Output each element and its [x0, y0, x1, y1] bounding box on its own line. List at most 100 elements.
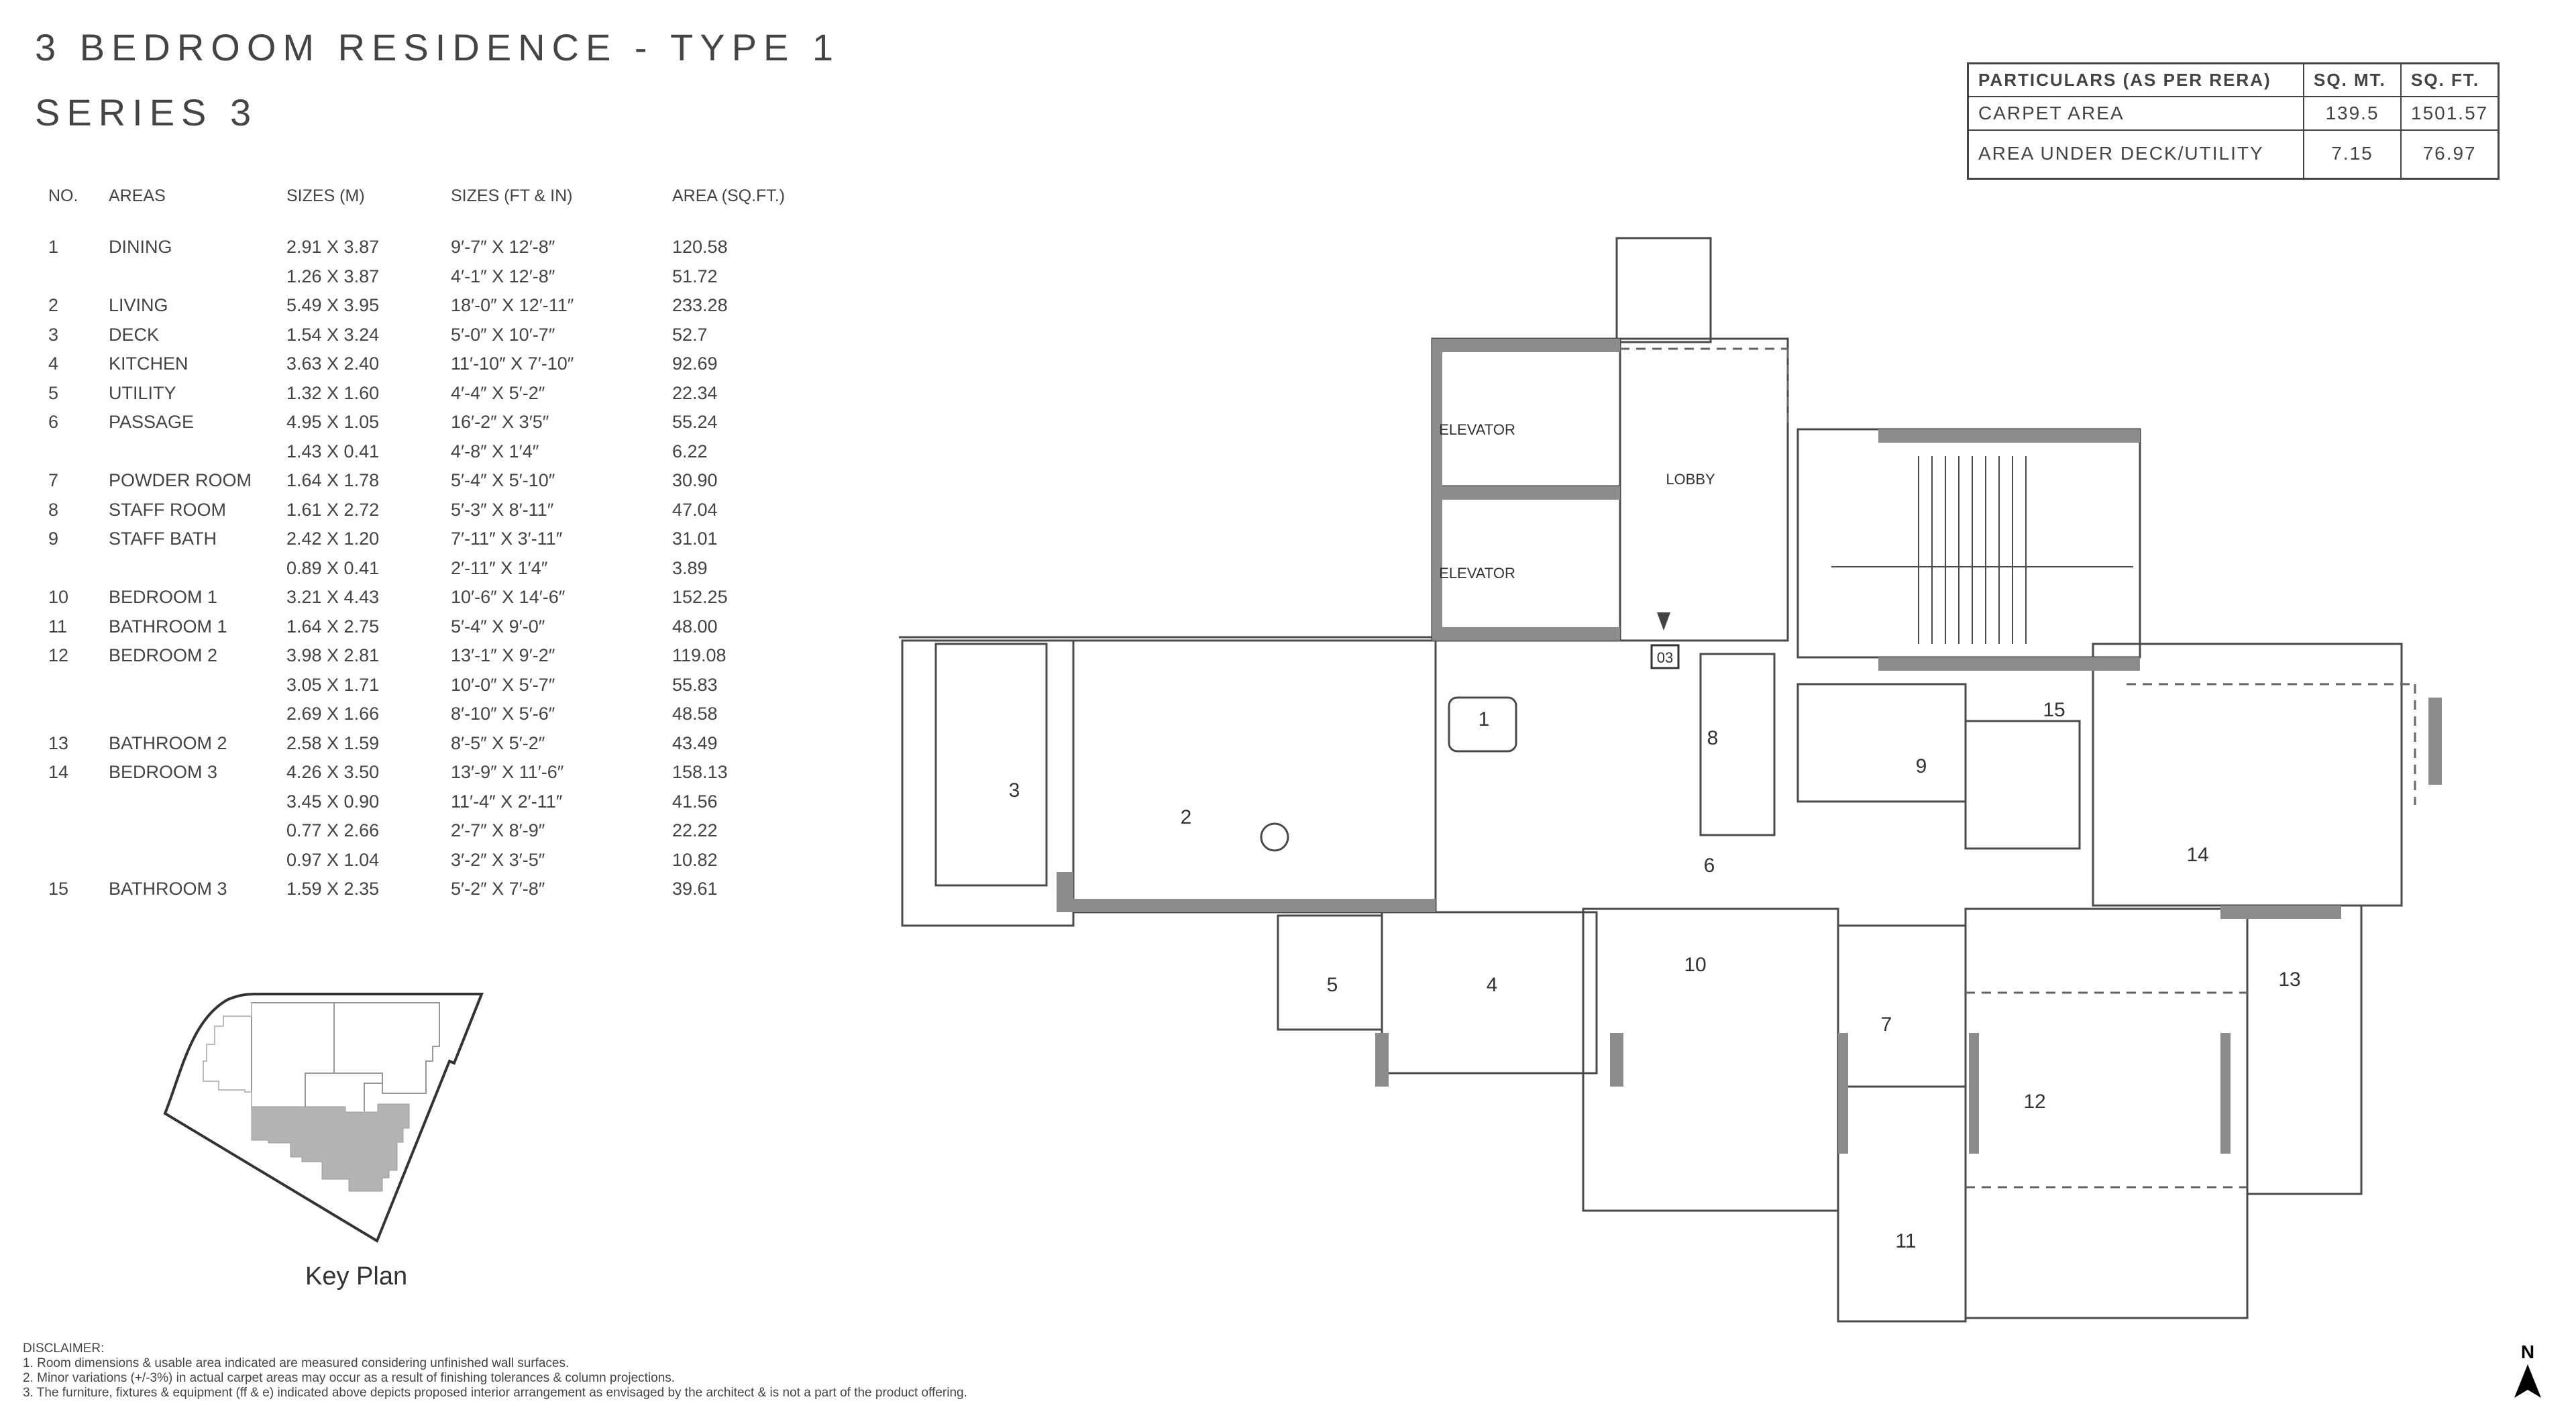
- cell-area: POWDER ROOM: [109, 470, 252, 491]
- cell-area-sqft: 30.90: [672, 470, 718, 491]
- cell-size-m: 1.26 X 3.87: [286, 266, 380, 286]
- rera-header: PARTICULARS (AS PER RERA) SQ. MT. SQ. FT…: [1967, 62, 2500, 97]
- rera-col-particulars: PARTICULARS (AS PER RERA): [1967, 62, 2304, 97]
- cell-no: [48, 700, 109, 729]
- rera-label: AREA UNDER DECK/UTILITY: [1967, 129, 2304, 180]
- cell-area: DINING: [109, 237, 172, 258]
- cell-size-ft: 5′-3″ X 8′-11″: [451, 499, 554, 520]
- cell-area-sqft: 3.89: [672, 557, 708, 578]
- cell-area-sqft: 41.56: [672, 791, 718, 812]
- cell-no: 14: [48, 762, 69, 783]
- cell-size-ft: 8′-10″ X 5′-6″: [451, 704, 555, 724]
- cell-size-m: 4.26 X 3.50: [286, 762, 380, 783]
- cell-area: UTILITY: [109, 382, 176, 403]
- cell-size-ft: 18′-0″ X 12′-11″: [451, 295, 574, 316]
- cell-area-sqft: 10.82: [672, 849, 718, 870]
- cell-no: 12: [48, 645, 69, 666]
- disclaimer-item: 3. The furniture, fixtures & equipment (…: [23, 1386, 967, 1400]
- room-label-dining: 1: [1479, 708, 1490, 730]
- table-row: 0.77 X 2.66 2′-7″ X 8′-9″ 22.22: [48, 816, 793, 846]
- cell-area-sqft: 39.61: [672, 879, 718, 899]
- key-plan-diagram: [163, 993, 484, 1243]
- cell-size-m: 0.77 X 2.66: [286, 820, 380, 841]
- rera-sqmt: 7.15: [2303, 129, 2402, 180]
- cell-size-m: 1.64 X 1.78: [286, 470, 380, 491]
- room-label-bedroom-1: 10: [1684, 954, 1706, 976]
- cell-size-m: 1.59 X 2.35: [286, 879, 380, 899]
- cell-size-m: 2.42 X 1.20: [286, 529, 380, 549]
- room-label-staff-room: 8: [1707, 727, 1719, 749]
- cell-size-ft: 10′-0″ X 5′-7″: [451, 674, 555, 695]
- lobby-label: LOBBY: [1666, 471, 1715, 488]
- cell-no: 1: [48, 237, 59, 258]
- cell-no: 15: [48, 879, 69, 899]
- col-sizes-ft: SIZES (FT & IN): [451, 186, 573, 205]
- cell-size-m: 1.64 X 2.75: [286, 616, 380, 637]
- cell-area: [109, 262, 286, 292]
- cell-area: [109, 671, 286, 700]
- cell-size-ft: 11′-4″ X 2′-11″: [451, 791, 563, 812]
- cell-area-sqft: 233.28: [672, 295, 728, 316]
- cell-area: STAFF ROOM: [109, 499, 226, 520]
- cell-no: [48, 671, 109, 700]
- room-label-kitchen: 4: [1487, 974, 1498, 996]
- cell-area: [109, 846, 286, 875]
- cell-size-m: 3.45 X 0.90: [286, 791, 380, 812]
- cell-no: 6: [48, 412, 59, 433]
- disclaimer-item: 1. Room dimensions & usable area indicat…: [23, 1356, 570, 1370]
- cell-no: [48, 554, 109, 584]
- cell-size-m: 1.61 X 2.72: [286, 499, 380, 520]
- cell-area-sqft: 22.22: [672, 820, 718, 841]
- room-label-bathroom-2: 13: [2278, 969, 2300, 991]
- cell-size-m: 1.54 X 3.24: [286, 324, 380, 345]
- cell-area-sqft: 92.69: [672, 353, 718, 374]
- cell-no: 11: [48, 616, 68, 637]
- highlighted-unit: [251, 1103, 410, 1192]
- cell-size-m: 3.98 X 2.81: [286, 645, 380, 666]
- cell-size-m: 3.05 X 1.71: [286, 674, 380, 695]
- cell-area-sqft: 47.04: [672, 499, 718, 520]
- room-label-passage: 6: [1704, 855, 1715, 877]
- cell-area-sqft: 43.49: [672, 732, 718, 753]
- north-label: N: [2520, 1341, 2535, 1362]
- room-label-bedroom-3: 14: [2186, 844, 2208, 866]
- col-no: NO.: [48, 186, 78, 205]
- cell-area: [109, 787, 286, 817]
- cell-size-m: 0.89 X 0.41: [286, 557, 380, 578]
- cell-size-ft: 5′-4″ X 5′-10″: [451, 470, 555, 491]
- cell-size-ft: 2′-7″ X 8′-9″: [451, 820, 545, 841]
- cell-size-ft: 16′-2″ X 3′5″: [451, 412, 549, 433]
- cell-area: [109, 700, 286, 729]
- cell-size-ft: 2′-11″ X 1′4″: [451, 557, 548, 578]
- room-label-powder-room: 7: [1881, 1013, 1892, 1036]
- cell-size-m: 0.97 X 1.04: [286, 849, 380, 870]
- table-row: 0.89 X 0.41 2′-11″ X 1′4″ 3.89: [48, 554, 793, 584]
- room-label-bathroom-1: 11: [1895, 1230, 1916, 1252]
- room-label-deck: 3: [1009, 779, 1020, 802]
- cell-area: [109, 816, 286, 846]
- rera-row-carpet: CARPET AREA 139.5 1501.57: [1967, 96, 2500, 131]
- cell-area: BEDROOM 2: [109, 645, 218, 666]
- cell-area: BATHROOM 2: [109, 732, 227, 753]
- cell-no: 2: [48, 295, 59, 316]
- cell-area: BEDROOM 3: [109, 762, 218, 783]
- cell-no: [48, 816, 109, 846]
- col-areas: AREAS: [109, 186, 166, 205]
- cell-size-ft: 5′-0″ X 10′-7″: [451, 324, 555, 345]
- cell-no: 3: [48, 324, 59, 345]
- cell-no: [48, 262, 109, 292]
